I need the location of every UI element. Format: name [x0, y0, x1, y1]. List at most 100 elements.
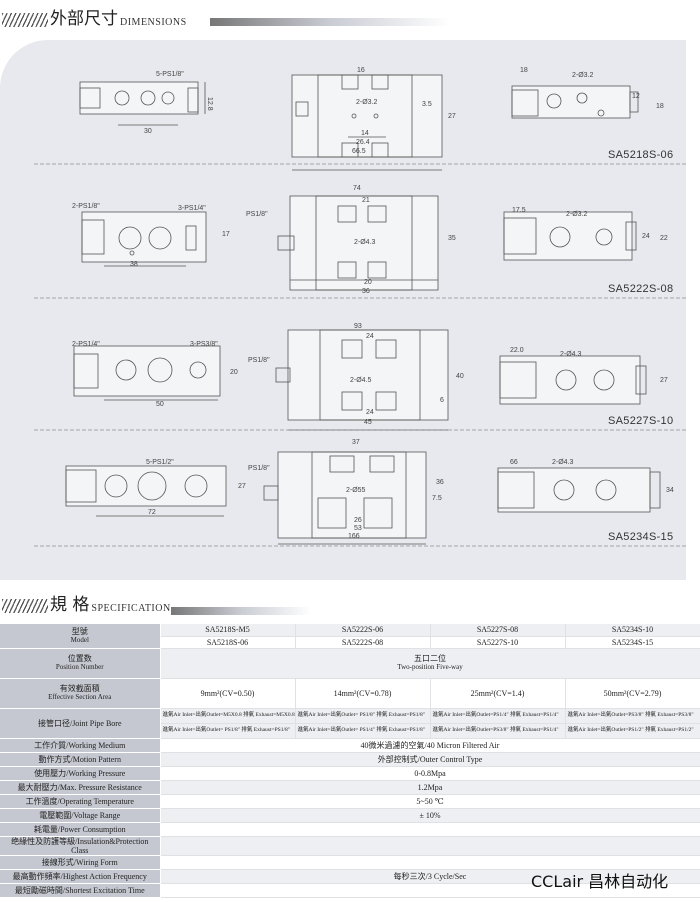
max-pressure-value: 1.2Mpa — [160, 780, 700, 795]
dim-label: 166 — [348, 533, 360, 540]
header-stripes-icon — [2, 599, 48, 613]
pipe-cell: 進氣Air Inlet=出氣Outlet=M5X0.8 排氣 Exhaust=M… — [160, 708, 296, 724]
position-value-cell: 五口二位 Two-position Five-way — [160, 648, 700, 679]
table-row: 耗電量/Power Consumption — [0, 822, 700, 837]
dim-label: 40 — [456, 373, 464, 380]
dim-label: 20 — [230, 369, 238, 376]
excitation-value — [160, 883, 700, 898]
wiring-label: 接線形式/Wiring Form — [0, 855, 161, 870]
dim-label: 93 — [354, 323, 362, 330]
dim-label: 22.0 — [510, 347, 524, 354]
spec-title-en: SPECIFICATION — [91, 603, 171, 614]
dim-label: 2-Ø55 — [346, 487, 366, 494]
table-row: 最高動作頻率/Highest Action Frequency 每秒三次/3 C… — [0, 869, 700, 884]
dim-label: 35 — [448, 235, 456, 242]
model-cell: SA5227S-08 — [430, 624, 566, 637]
wiring-value — [160, 855, 700, 870]
pipe-cell: 進氣Air Inlet=出氣Outlet=PS3/8" 排氣 Exhaust=P… — [430, 723, 566, 739]
voltage-value: ± 10% — [160, 808, 700, 823]
table-row: 工作溫度/Operating Temperature 5~50 ℃ — [0, 794, 700, 809]
dim-label: 14 — [361, 130, 369, 137]
motion-value: 外部控制式/Outer Control Type — [160, 752, 700, 767]
dim-label: PS1/8" — [248, 465, 270, 472]
model-cell: SA5218S-06 — [160, 636, 296, 649]
position-label-en: Position Number — [55, 663, 104, 671]
dim-label: 53 — [354, 525, 362, 532]
dim-label: 12.8 — [206, 97, 213, 111]
pipe-cell: 進氣Air Inlet=出氣Outlet= PS1/8" 排氣 Exhaust=… — [160, 723, 296, 739]
table-row: 接管口径/Joint Pipe Bore 進氣Air Inlet=出氣Outle… — [0, 708, 700, 739]
model-cell: SA5218S-M5 — [160, 624, 296, 637]
dim-label: 37 — [352, 439, 360, 446]
dim-label: 26.4 — [356, 139, 370, 146]
medium-value: 40微米過濾的空氣/40 Micron Filtered Air — [160, 738, 700, 753]
dim-label: 7.5 — [432, 495, 442, 502]
dim-label: 6 — [440, 397, 444, 404]
drawing-row-2: 2-PS1/8" 3-PS1/4" 17 38 PS1/8" 74 21 2-Ø… — [34, 185, 686, 299]
insulation-label: 绝緣性及防護等級/Insulation&Protection Class — [0, 836, 161, 856]
dim-label: 21 — [362, 197, 370, 204]
temperature-value: 5~50 ℃ — [160, 794, 700, 809]
dim-label: 3-PS1/4" — [178, 205, 206, 212]
frequency-label: 最高動作頻率/Highest Action Frequency — [0, 869, 161, 884]
spec-table: 型號 Model SA5218S-M5 SA5222S-06 SA5227S-0… — [0, 624, 700, 898]
dim-label: 2-PS1/8" — [72, 203, 100, 210]
model-cell: SA5222S-08 — [295, 636, 431, 649]
position-value-en: Two-position Five-way — [397, 663, 463, 671]
model-label-cn: 型號 — [71, 626, 88, 636]
dim-label: 38 — [130, 261, 138, 268]
table-row: 最短勵磁時間/Shortest Excitation Time — [0, 883, 700, 898]
pressure-value: 0-0.8Mpa — [160, 766, 700, 781]
dimensions-title-cn: 外部尺寸 — [50, 9, 118, 29]
dim-label: 2-Ø3.2 — [566, 211, 588, 218]
medium-label: 工作介質/Working Medium — [0, 738, 161, 753]
area-cell: 14mm²(CV=0.78) — [295, 678, 431, 709]
pressure-label: 使用壓力/Working Pressure — [0, 766, 161, 781]
dim-label: 24 — [366, 409, 374, 416]
dim-label: 2-Ø3.2 — [356, 99, 378, 106]
spec-title-cn: 規 格 — [50, 595, 90, 615]
dim-label: 3-PS3/8" — [190, 341, 218, 348]
dimensions-title-en: DIMENSIONS — [120, 17, 187, 28]
dim-label: 45 — [364, 419, 372, 426]
dim-label: 66 — [510, 459, 518, 466]
dim-label: 27 — [660, 377, 668, 384]
model-label-en: Model — [70, 635, 89, 644]
motion-label: 動作方式/Motion Pattern — [0, 752, 161, 767]
model-label-cell: 型號 Model — [0, 624, 161, 649]
voltage-label: 電壓範圍/Voltage Range — [0, 808, 161, 823]
area-label-cell: 有效截面積 Effective Section Area — [0, 678, 161, 709]
dim-label: 20 — [364, 279, 372, 286]
dim-label: 18 — [656, 103, 664, 110]
power-label: 耗電量/Power Consumption — [0, 822, 161, 837]
insulation-value — [160, 836, 700, 856]
dim-label: 5-PS1/8" — [156, 71, 184, 78]
table-row: 绝緣性及防護等級/Insulation&Protection Class — [0, 836, 700, 856]
pipe-label-cell: 接管口径/Joint Pipe Bore — [0, 708, 161, 739]
dim-label: 2-Ø3.2 — [572, 72, 594, 79]
area-label-en: Effective Section Area — [48, 693, 112, 701]
dim-label: 17 — [222, 231, 230, 238]
dimensions-header-rule — [210, 18, 450, 26]
dim-label: 27 — [448, 113, 456, 120]
dim-label: 3.5 — [422, 101, 432, 108]
dim-label: 30 — [144, 128, 152, 135]
dim-label: 12 — [632, 93, 640, 100]
dim-label: 2-Ø4.3 — [560, 351, 582, 358]
dim-label: 36 — [362, 288, 370, 295]
max-pressure-label: 最大耐壓力/Max. Pressure Resistance — [0, 780, 161, 795]
dim-label: 22 — [660, 235, 668, 242]
dim-label: 2-Ø4.3 — [552, 459, 574, 466]
header-stripes-icon — [2, 13, 48, 27]
position-label-cell: 位置数 Position Number — [0, 648, 161, 679]
dim-label: 16 — [357, 67, 365, 74]
area-cell: 25mm²(CV=1.4) — [430, 678, 566, 709]
dim-label: 72 — [148, 509, 156, 516]
table-row: 接線形式/Wiring Form — [0, 855, 700, 870]
area-cell: 9mm²(CV=0.50) — [160, 678, 296, 709]
table-row: 最大耐壓力/Max. Pressure Resistance 1.2Mpa — [0, 780, 700, 795]
dim-label: 24 — [642, 233, 650, 240]
dim-label: 36 — [436, 479, 444, 486]
model-label-row-3: SA5227S-10 — [608, 415, 673, 427]
model-label-row-4: SA5234S-15 — [608, 531, 673, 543]
